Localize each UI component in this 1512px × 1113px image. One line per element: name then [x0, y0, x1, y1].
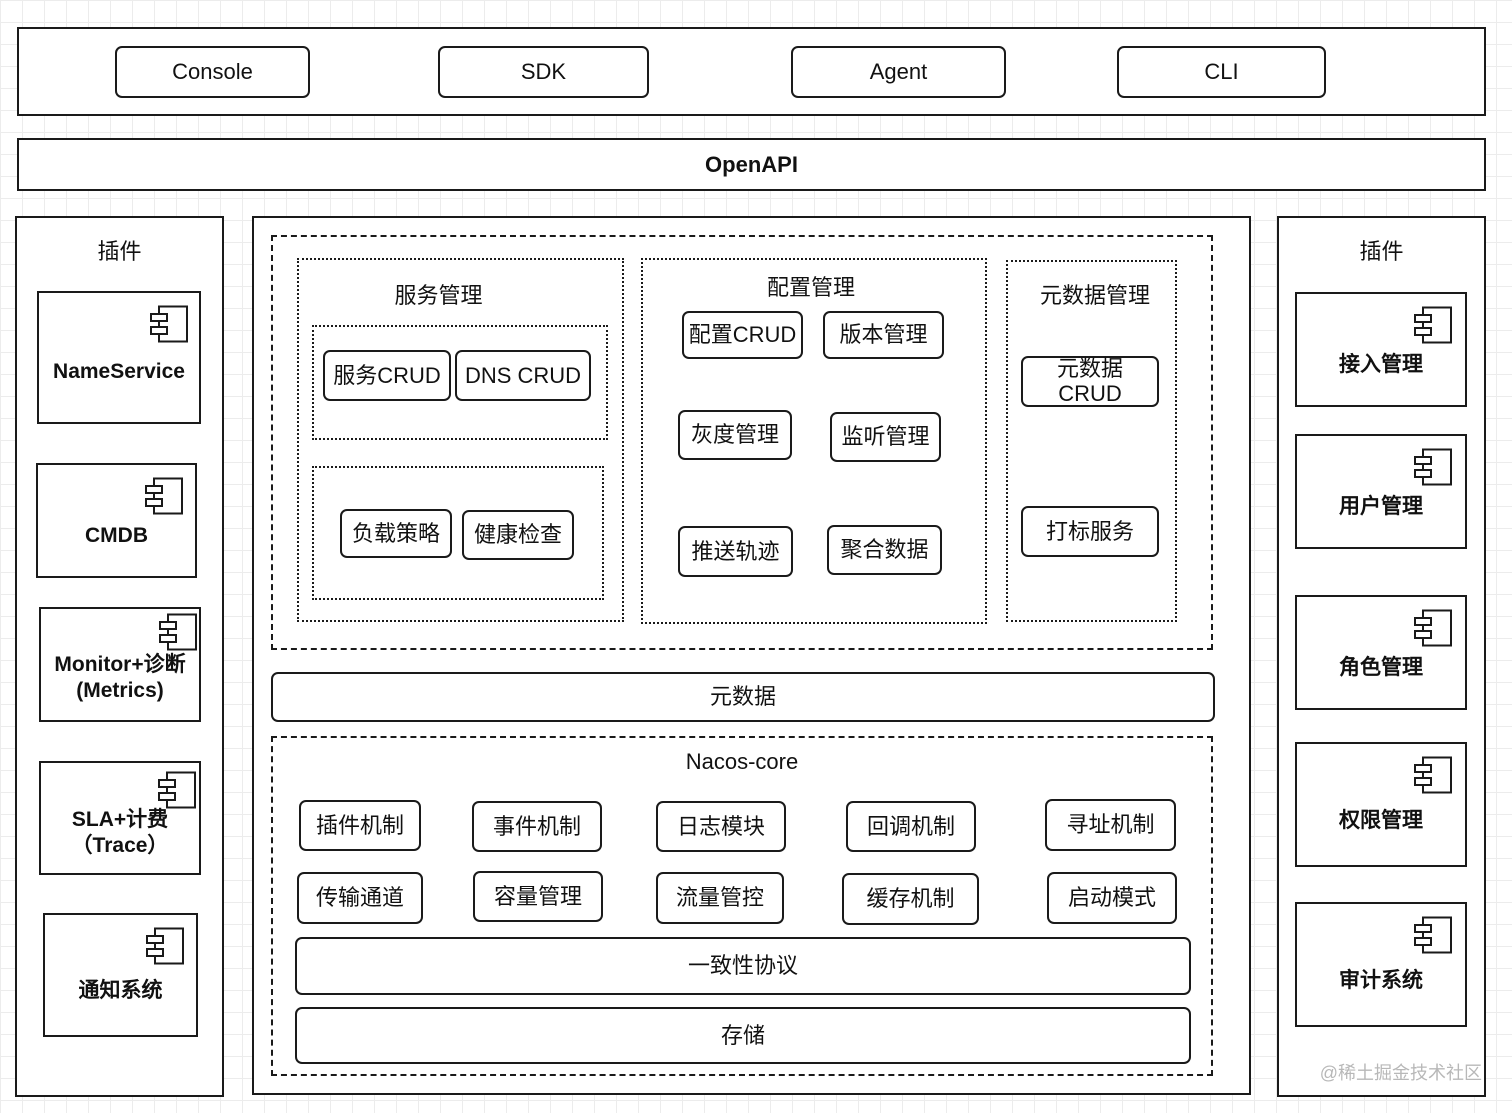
component-icon	[1413, 306, 1453, 344]
meta-mgmt	[1006, 260, 1177, 622]
meta-mgmt-title: 元数据管理	[1039, 283, 1150, 308]
component-icon	[1413, 916, 1453, 954]
version-mgmt-box: 版本管理	[823, 311, 944, 359]
client-agent: Agent	[791, 46, 1006, 98]
core-event-mechanism: 事件机制	[472, 801, 602, 852]
service-crud-group	[312, 325, 608, 440]
plugin-audit: 审计系统	[1295, 902, 1467, 1027]
plugin-monitor: Monitor+诊断 (Metrics)	[39, 607, 201, 722]
plugin-user: 用户管理	[1295, 434, 1467, 549]
plugin-access: 接入管理	[1295, 292, 1467, 407]
service-crud-box: 服务CRUD	[323, 350, 451, 401]
core-transport-channel: 传输通道	[297, 872, 423, 924]
health-check-box: 健康检查	[462, 510, 574, 560]
component-icon	[149, 305, 189, 343]
openapi-bar: OpenAPI	[17, 138, 1486, 191]
plugin-user-label: 用户管理	[1339, 495, 1423, 518]
load-balance-box: 负载策略	[340, 509, 452, 558]
push-trace-box: 推送轨迹	[678, 526, 793, 577]
gray-mgmt-box: 灰度管理	[678, 410, 792, 460]
plugin-notify-label: 通知系统	[78, 979, 163, 1002]
service-mgmt-title: 服务管理	[394, 283, 483, 308]
plugin-permission: 权限管理	[1295, 742, 1467, 867]
client-cli: CLI	[1117, 46, 1326, 98]
plugin-sla-label: SLA+计费 （Trace）	[71, 808, 169, 858]
core-cache-mechanism: 缓存机制	[842, 873, 979, 925]
component-icon	[1413, 448, 1453, 486]
component-icon	[144, 477, 184, 515]
plugin-sla: SLA+计费 （Trace）	[39, 761, 201, 875]
component-icon	[158, 613, 198, 651]
nacos-core-title: Nacos-core	[685, 749, 799, 774]
plugin-access-label: 接入管理	[1339, 353, 1423, 376]
openapi-label: OpenAPI	[705, 151, 798, 177]
management-area	[271, 235, 1213, 650]
core-log-module: 日志模块	[656, 801, 786, 852]
consistency-protocol-bar: 一致性协议	[295, 937, 1191, 995]
component-icon	[145, 927, 185, 965]
plugin-monitor-label: Monitor+诊断 (Metrics)	[54, 653, 186, 703]
component-icon	[1413, 756, 1453, 794]
config-crud-box: 配置CRUD	[682, 311, 803, 359]
dns-crud-box: DNS CRUD	[455, 350, 591, 401]
nacos-core	[271, 736, 1213, 1076]
config-mgmt	[641, 258, 987, 624]
meta-crud-box: 元数据 CRUD	[1021, 356, 1159, 407]
component-icon	[157, 771, 197, 809]
config-mgmt-title: 配置管理	[766, 275, 855, 300]
plugin-nameservice-label: NameService	[53, 360, 185, 383]
tagging-service-box: 打标服务	[1021, 506, 1159, 557]
right-plugins-title: 插件	[1359, 239, 1404, 264]
service-policy-group	[312, 466, 604, 600]
left-plugins-title: 插件	[97, 239, 142, 264]
client-sdk: SDK	[438, 46, 649, 98]
plugin-notify: 通知系统	[43, 913, 198, 1037]
plugin-cmdb-label: CMDB	[85, 524, 148, 547]
core-traffic-control: 流量管控	[656, 872, 784, 924]
listen-mgmt-box: 监听管理	[830, 412, 941, 462]
aggregate-data-box: 聚合数据	[827, 525, 942, 575]
metadata-bar: 元数据	[271, 672, 1215, 722]
watermark: @稀土掘金技术社区	[1319, 1063, 1482, 1083]
core-callback-mechanism: 回调机制	[846, 801, 976, 852]
plugin-nameservice: NameService	[37, 291, 201, 424]
client-console: Console	[115, 46, 310, 98]
plugin-role-label: 角色管理	[1339, 656, 1423, 679]
plugin-audit-label: 审计系统	[1339, 969, 1423, 992]
service-mgmt	[297, 258, 624, 622]
core-plugin-mechanism: 插件机制	[299, 800, 421, 851]
core-addressing-mechanism: 寻址机制	[1045, 799, 1176, 851]
plugin-role: 角色管理	[1295, 595, 1467, 710]
storage-bar: 存储	[295, 1007, 1191, 1064]
core-startup-mode: 启动模式	[1047, 872, 1177, 924]
core-capacity-mgmt: 容量管理	[473, 871, 603, 922]
plugin-permission-label: 权限管理	[1339, 809, 1423, 832]
component-icon	[1413, 609, 1453, 647]
plugin-cmdb: CMDB	[36, 463, 197, 578]
